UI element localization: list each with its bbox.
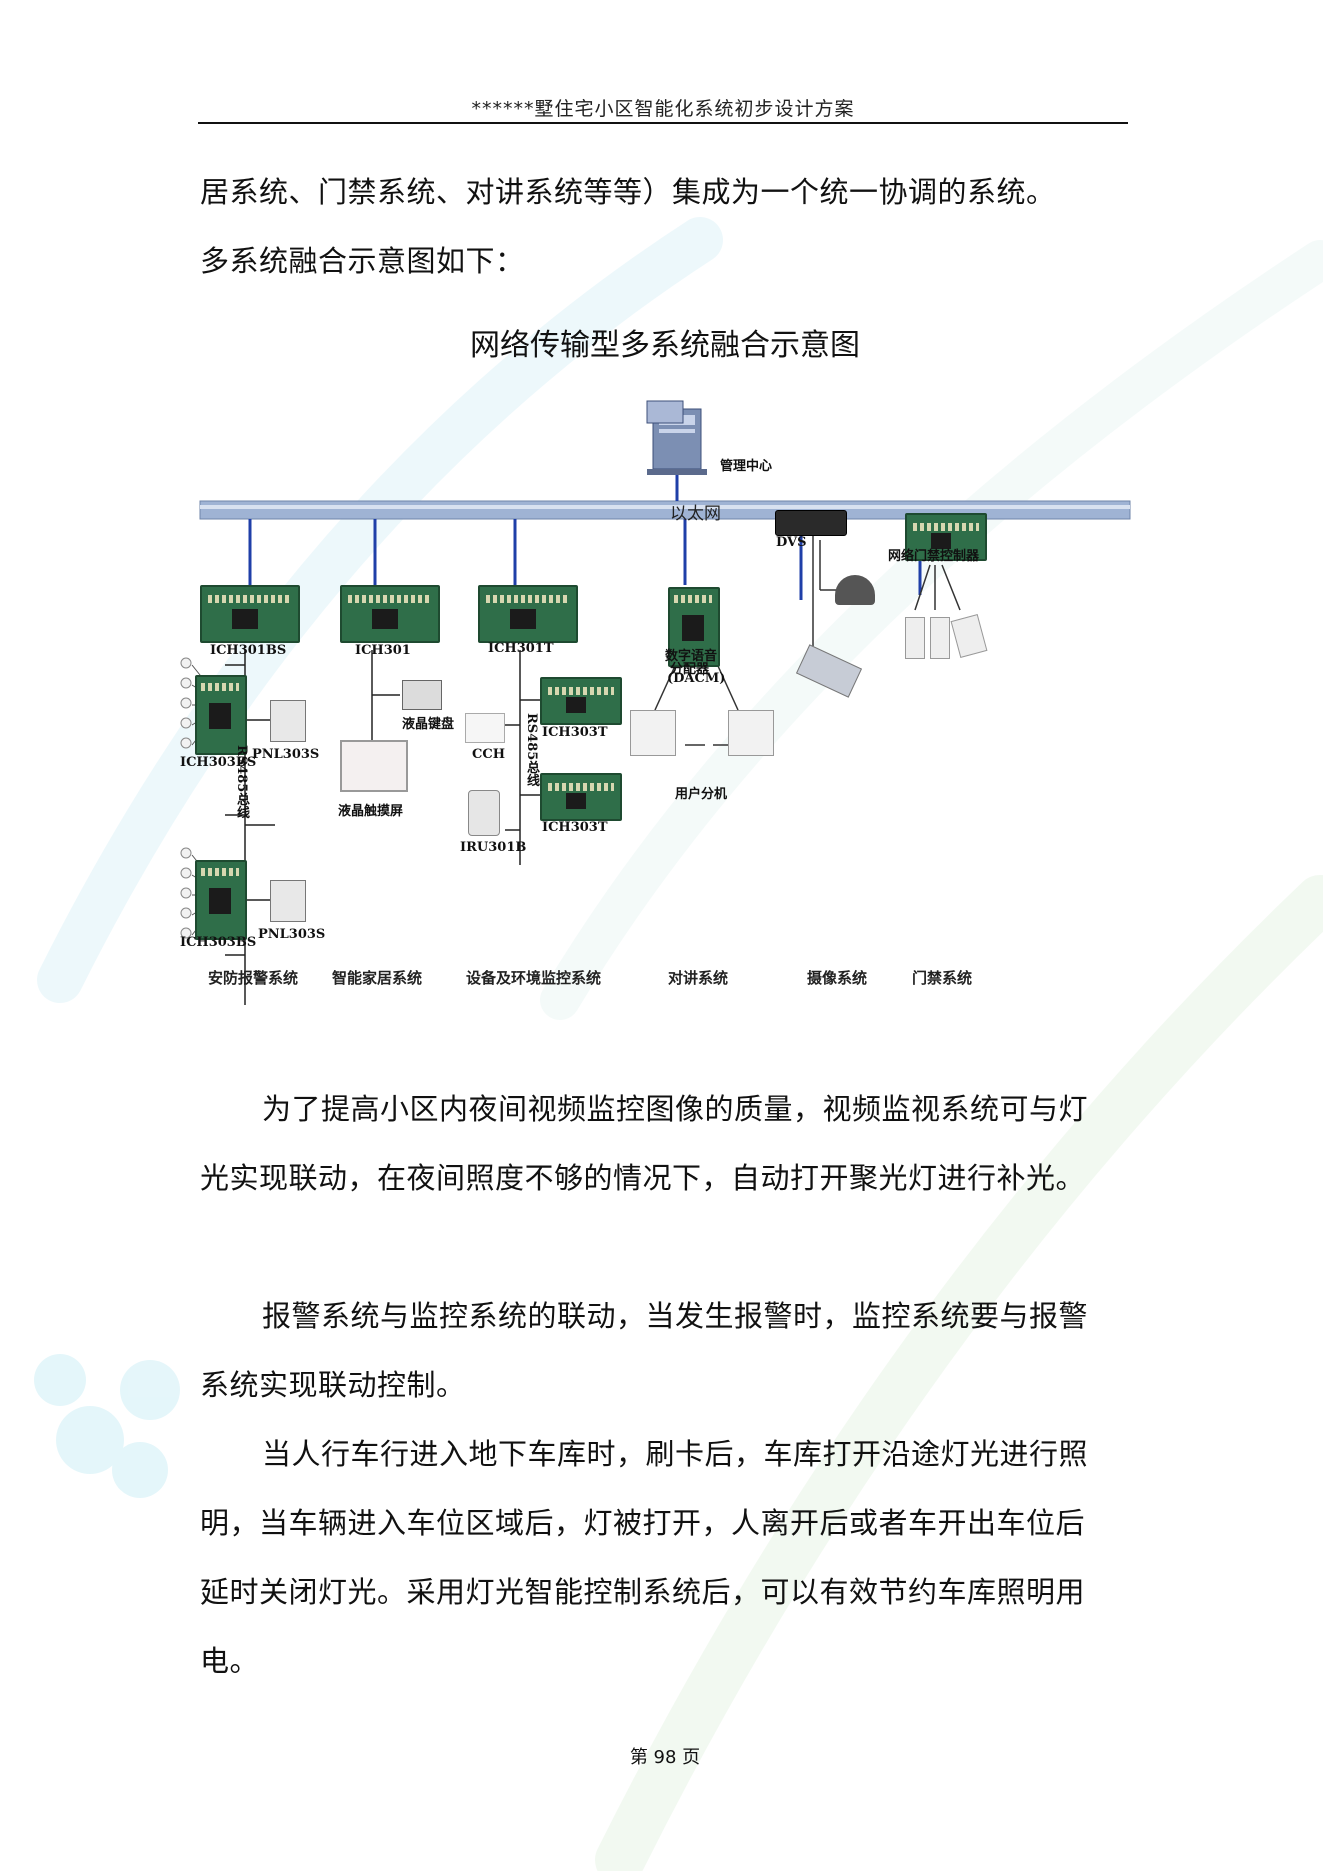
ich303bs-bottom-label: ICH303BS: [180, 935, 257, 950]
pnl303s-bottom-panel-icon: [270, 880, 306, 922]
running-header: ******墅住宅小区智能化系统初步设计方案: [471, 98, 855, 120]
system-diagram: 管理中心 以太网 ICH301BS ICH301 ICH301T 数字语音 分配…: [160, 395, 1170, 1005]
page-number: 第 98 页: [629, 1747, 701, 1768]
iru301b-label: IRU301B: [460, 840, 527, 855]
dvs-label: DVS: [776, 535, 807, 550]
cch-device-icon: [465, 713, 505, 743]
diagram-title: 网络传输型多系统融合示意图: [470, 328, 860, 363]
management-center-label: 管理中心: [720, 459, 773, 474]
lcd-keyboard-label: 液晶键盘: [402, 717, 455, 732]
equipment-monitoring-system-caption: 设备及环境监控系统: [466, 969, 602, 987]
ethernet-label: 以太网: [670, 504, 721, 524]
access-control-system-caption: 门禁系统: [912, 969, 973, 987]
lcd-touchscreen-label: 液晶触摸屏: [338, 804, 404, 819]
security-system-caption: 安防报警系统: [208, 969, 299, 987]
server-icon: [646, 400, 707, 475]
paragraph-lighting-linkage: 为了提高小区内夜间视频监控图像的质量，视频监视系统可与灯光实现联动，在夜间照度不…: [200, 1092, 1089, 1195]
ich303t-bottom-board-icon: [540, 773, 622, 821]
user-extension-left-icon: [630, 710, 676, 756]
ich301-label: ICH301: [355, 643, 411, 658]
intro-line-2: 多系统融合示意图如下：: [200, 244, 525, 278]
cch-label: CCH: [472, 747, 505, 762]
user-extension-right-icon: [728, 710, 774, 756]
rs485-left-label: RS485总线: [234, 745, 249, 819]
exit-button-icon: [930, 617, 950, 659]
ich303bs-top-board-icon: [195, 675, 247, 755]
rs485-mid-label: RS485总线: [524, 713, 539, 787]
pnl303s-top-label: PNL303S: [252, 747, 320, 762]
paragraph-garage-lighting: 当人行车行进入地下车库时，刷卡后，车库打开沿途灯光进行照明，当车辆进入车位区域后…: [200, 1437, 1089, 1678]
intro-line-1: 居系统、门禁系统、对讲系统等等）集成为一个统一协调的系统。: [200, 175, 1056, 209]
ich301-board-icon: [340, 585, 440, 643]
ich303t-top-board-icon: [540, 677, 622, 725]
access-controller-label: 网络门禁控制器: [888, 549, 980, 564]
pnl303s-bottom-label: PNL303S: [258, 927, 326, 942]
dvs-device-icon: [775, 510, 847, 536]
camera-system-caption: 摄像系统: [807, 969, 868, 987]
lcd-touchscreen-icon: [340, 740, 408, 792]
ich303t-top-label: ICH303T: [542, 725, 608, 740]
ich301t-label: ICH301T: [488, 641, 554, 656]
smart-home-system-caption: 智能家居系统: [332, 969, 423, 987]
paragraph-alarm-linkage: 报警系统与监控系统的联动，当发生报警时，监控系统要与报警系统实现联动控制。: [200, 1299, 1089, 1402]
access-controller-board-icon: [905, 513, 987, 561]
dacm-label-line3: (DACM): [667, 671, 726, 686]
ich303bs-bottom-board-icon: [195, 860, 247, 940]
ich303bs-top-label: ICH303BS: [180, 755, 257, 770]
user-extension-label: 用户分机: [675, 787, 728, 802]
pnl303s-top-panel-icon: [270, 700, 306, 742]
ich301bs-board-icon: [200, 585, 300, 643]
ich301t-board-icon: [478, 585, 578, 643]
intercom-system-caption: 对讲系统: [668, 969, 729, 987]
dacm-board-icon: [668, 587, 720, 667]
dacm-label-line1: 数字语音: [665, 649, 718, 664]
dacm-label-line2: 分配器: [670, 662, 710, 677]
header-divider: [198, 122, 1128, 124]
diagram-lines: [180, 400, 1131, 1005]
lcd-keyboard-icon: [402, 680, 442, 710]
card-reader-icon: [905, 617, 925, 659]
iru301b-sensor-icon: [468, 790, 500, 836]
ich303t-bottom-label: ICH303T: [542, 820, 608, 835]
ich301bs-label: ICH301BS: [210, 643, 287, 658]
dome-camera-icon: [835, 575, 875, 605]
